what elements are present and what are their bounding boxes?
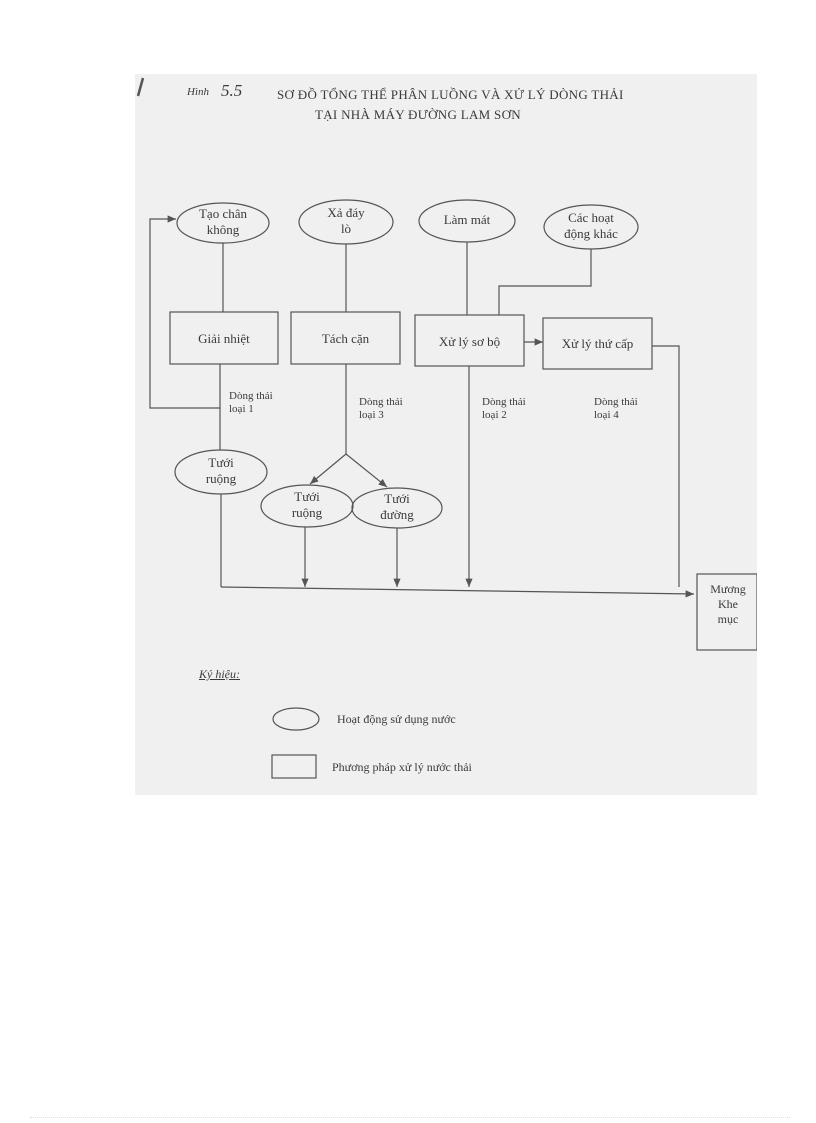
legend-ellipse-icon (272, 707, 320, 731)
node-text: Mương (710, 582, 746, 596)
box-xu-ly-thu-cap (542, 317, 653, 370)
box-giai-nhiet (169, 311, 279, 365)
legend-title: Ký hiệu: (199, 667, 240, 681)
figure-number: 5.5 (221, 81, 243, 100)
node-text: không (206, 222, 240, 237)
node-text: ruộng (205, 471, 237, 486)
label-text: loại 3 (359, 409, 384, 421)
label-text: Dòng thải (482, 396, 526, 408)
node-text: mục (717, 612, 739, 626)
node-text: Tưới (294, 489, 320, 504)
box-muong-khe-muc (696, 573, 757, 651)
scanned-diagram: Hình 5.5 SƠ ĐỒ TỔNG THỂ PHÂN LUỒNG VÀ XỬ… (135, 74, 757, 795)
label-text: Dòng thải (594, 396, 638, 408)
node-text: Khe (718, 597, 738, 611)
legend-ellipse-label: Hoạt động sử dụng nước (337, 712, 456, 726)
legend-rect-label: Phương pháp xử lý nước thải (332, 760, 472, 774)
node-text: ruộng (291, 505, 323, 520)
node-text: Tưới (384, 491, 410, 506)
node-xu-ly-so-bo: Xử lý sơ bộ (438, 334, 501, 349)
node-text: Tưới (208, 455, 234, 470)
label-text: Dòng thải (359, 396, 403, 408)
node-xu-ly-thu-cap: Xử lý thứ cấp (561, 336, 634, 351)
node-giai-nhiet: Giải nhiệt (198, 331, 250, 346)
label-text: loại 4 (594, 409, 619, 421)
node-text: Xả đáy (327, 205, 365, 220)
figure-label: Hình (187, 86, 209, 98)
label-text: loại 2 (482, 409, 507, 421)
node-tach-can: Tách cặn (321, 331, 370, 346)
node-text: Tạo chân (198, 206, 247, 221)
figure-title-line1: SƠ ĐỒ TỔNG THỂ PHÂN LUỒNG VÀ XỬ LÝ DÒNG … (277, 87, 624, 102)
label-text: Dòng thải (229, 390, 273, 402)
page-bottom-divider (30, 1117, 790, 1118)
node-text: Các hoạt (568, 210, 614, 225)
flow-diagram-lines (136, 77, 757, 779)
label-text: loại 1 (229, 403, 254, 415)
ellipse-tuoi-ruong-2 (260, 484, 354, 528)
figure-title-line2: TẠI NHÀ MÁY ĐƯỜNG LAM SƠN (315, 107, 521, 122)
node-text: đường (380, 507, 414, 522)
node-text: lò (340, 221, 352, 236)
corner-mark (136, 77, 145, 97)
node-lam-mat: Làm mát (443, 212, 491, 227)
node-text: động khác (564, 226, 618, 241)
legend-rect-icon (271, 754, 317, 779)
